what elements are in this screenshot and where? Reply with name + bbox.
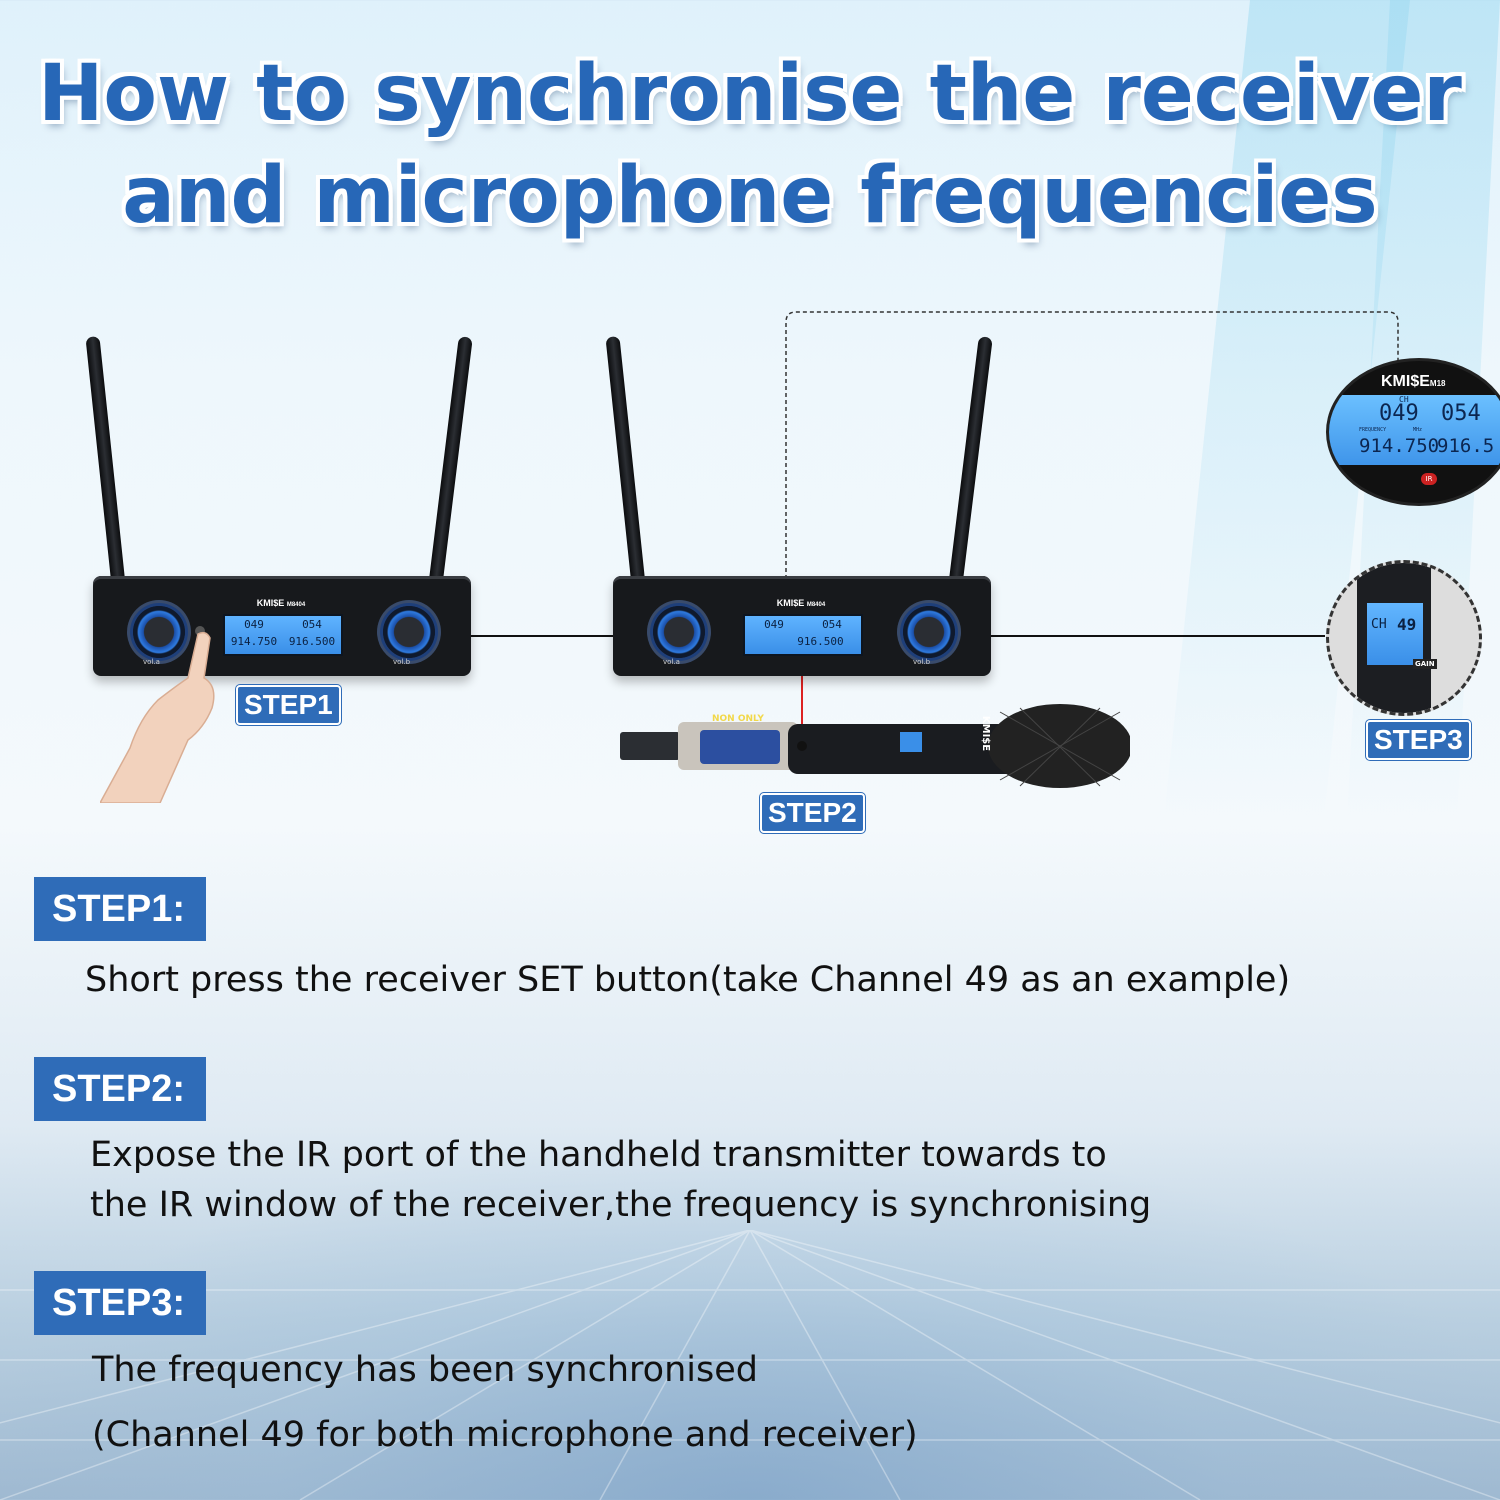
background-floor-glow [0,1150,1500,1500]
volume-knob-a[interactable] [653,606,705,658]
background-grid [0,1230,1500,1500]
knob-label-b: vol.b [393,658,411,666]
ir-window-icon: IR [1421,473,1437,485]
zoom-receiver-display: KMI$EM18 CH 049 054 FREQUENCY MHz 914.75… [1326,358,1500,506]
page-title-line-2: and microphone frequencies [122,151,1378,241]
step-1-label: STEP1: [34,877,206,941]
mic-gain-label: GAIN [1413,659,1437,669]
volume-knob-b[interactable] [903,606,955,658]
antenna-right [427,336,473,596]
step-1-text: Short press the receiver SET button(take… [85,960,1291,1000]
zoom-brand: KMI$EM18 [1381,373,1446,390]
hand-icon [100,631,215,803]
step-3-text-line-1: The frequency has been synchronised [92,1350,758,1390]
step-2-text-line-2: the IR window of the receiver,the freque… [90,1185,1152,1225]
handheld-microphone [620,704,1130,788]
step-2-text-line-1: Expose the IR port of the handheld trans… [90,1135,1107,1175]
battery-label: NON ONLY [712,714,764,724]
volume-knob-b[interactable] [383,606,435,658]
mic-brand: KMI$E [980,715,992,752]
receiver-brand: KMI$E M8404 [256,598,306,608]
knob-label-a: vol.a [143,658,160,666]
step3-tag: STEP3 [1366,720,1471,760]
antenna-right [947,336,993,596]
knob-label-b: vol.b [913,658,931,666]
volume-knob-a[interactable] [133,606,185,658]
receiver-brand: KMI$E M8404 [776,598,826,608]
step-2-label: STEP2: [34,1057,206,1121]
zoom-mic-display: CH 49 GAIN [1326,560,1482,716]
step1-tag: STEP1 [236,685,341,725]
zoom-lcd: CH 049 054 FREQUENCY MHz 914.750 916.5 [1329,395,1500,465]
step-3-text-line-2: (Channel 49 for both microphone and rece… [92,1415,918,1455]
step-3-label: STEP3: [34,1271,206,1335]
set-button[interactable] [195,626,205,636]
page-title-line-1: How to synchronise the receiver [38,49,1462,139]
step2-tag: STEP2 [760,793,865,833]
mic-lcd: CH 49 [1367,603,1423,665]
knob-label-a: vol.a [663,658,680,666]
